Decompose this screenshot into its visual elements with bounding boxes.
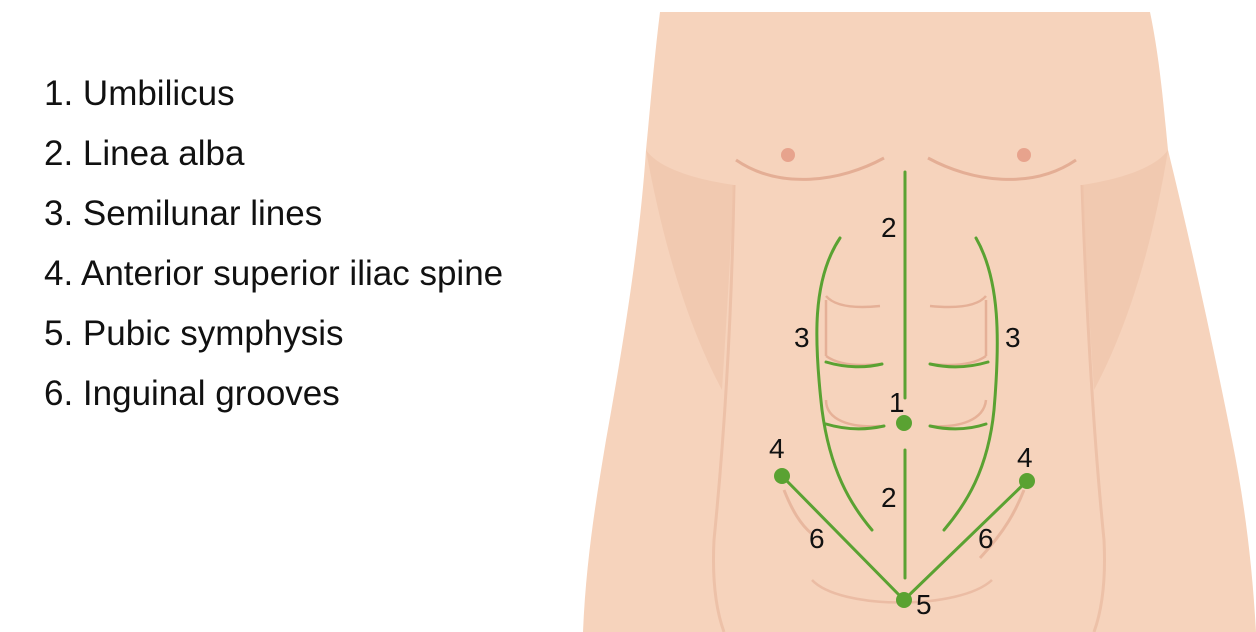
torso-body bbox=[583, 12, 1256, 632]
callout-semilunar-left: 3 bbox=[794, 322, 810, 353]
asis-left-marker bbox=[774, 468, 790, 484]
callout-semilunar-right: 3 bbox=[1005, 322, 1021, 353]
legend-item-asis: 4. Anterior superior iliac spine bbox=[44, 254, 504, 293]
callout-linea-alba-lower: 2 bbox=[881, 482, 897, 513]
callout-inguinal-right: 6 bbox=[978, 523, 994, 554]
pubic-symphysis-marker bbox=[896, 592, 912, 608]
legend-item-inguinal-grooves: 6. Inguinal grooves bbox=[44, 374, 340, 413]
right-pectoral-crease bbox=[927, 156, 1077, 181]
right-arm-shadow bbox=[1080, 184, 1106, 632]
callout-pubic-symphysis: 5 bbox=[916, 589, 932, 620]
legend-item-semilunar-lines: 3. Semilunar lines bbox=[44, 194, 323, 233]
legend-item-umbilicus: 1. Umbilicus bbox=[44, 74, 235, 113]
inguinal-groove-right bbox=[902, 479, 1029, 602]
left-pectoral-crease bbox=[735, 156, 885, 181]
left-nipple bbox=[781, 148, 795, 162]
callout-asis-left: 4 bbox=[769, 433, 785, 464]
callout-asis-right: 4 bbox=[1017, 442, 1033, 473]
legend-item-linea-alba: 2. Linea alba bbox=[44, 134, 245, 173]
left-arm-shadow bbox=[712, 184, 736, 632]
tendinous-intersection-right-2 bbox=[928, 422, 988, 431]
semilunar-line-left bbox=[815, 236, 874, 532]
left-iliac-shading bbox=[782, 489, 813, 536]
right-iliac-shading bbox=[978, 489, 1026, 560]
umbilicus-marker bbox=[896, 415, 912, 431]
asis-right-marker bbox=[1019, 473, 1035, 489]
inguinal-groove-left bbox=[780, 474, 906, 602]
tendinous-intersection-left-2 bbox=[824, 422, 886, 431]
callout-labels: 1 2 2 3 3 4 4 5 6 6 bbox=[769, 212, 1033, 620]
legend-item-pubic-symphysis: 5. Pubic symphysis bbox=[44, 314, 344, 353]
legend-list: 1. Umbilicus 2. Linea alba 3. Semilunar … bbox=[44, 64, 503, 424]
callout-linea-alba-upper: 2 bbox=[881, 212, 897, 243]
right-nipple bbox=[1017, 148, 1031, 162]
right-underarm-shading bbox=[1082, 150, 1168, 390]
torso-illustration bbox=[583, 12, 1256, 632]
abdominal-contours bbox=[824, 295, 988, 428]
left-underarm-shading bbox=[646, 150, 734, 390]
callout-inguinal-left: 6 bbox=[809, 523, 825, 554]
tendinous-intersection-right-1 bbox=[928, 360, 990, 369]
landmark-lines bbox=[780, 170, 1029, 602]
semilunar-line-right bbox=[942, 236, 999, 532]
callout-umbilicus: 1 bbox=[889, 387, 905, 418]
landmark-points bbox=[774, 415, 1035, 608]
tendinous-intersection-left-1 bbox=[824, 360, 884, 369]
